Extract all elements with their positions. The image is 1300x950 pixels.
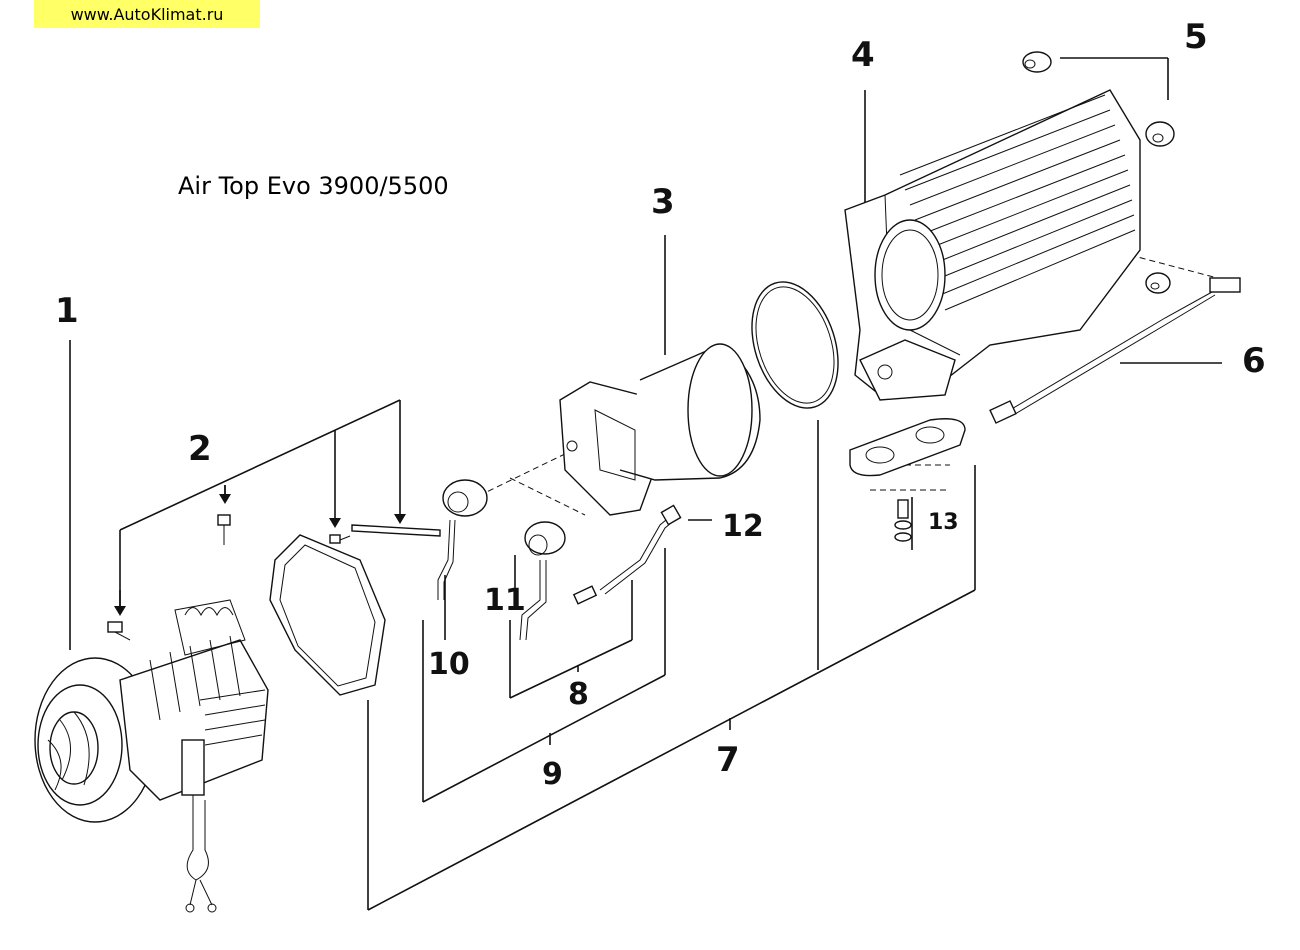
sensor-connector-icon [572,504,682,605]
blower-gasket-icon [269,534,386,696]
leader-lines [69,57,1226,911]
callout-12: 12 [722,509,764,544]
heat-exchanger-liner-icon [559,343,761,516]
rubber-grommet-icon [1022,51,1175,294]
diagram-title: Air Top Evo 3900/5500 [178,172,449,200]
watermark-link[interactable]: www.AutoKlimat.ru [34,0,260,28]
callout-1: 1 [55,291,79,331]
callout-10: 10 [428,647,470,682]
glow-plug-icon [437,479,488,600]
insertion-arrows [114,485,406,616]
callout-7: 7 [716,740,740,780]
temperature-sensor-cable-icon [989,277,1241,424]
heat-exchanger-housing-icon [844,89,1141,401]
callout-11: 11 [484,583,526,618]
callout-4: 4 [851,35,875,75]
callout-8: 8 [568,677,589,712]
callout-13: 13 [928,510,959,535]
callout-2: 2 [188,429,212,469]
screw-icon [107,514,441,641]
callout-3: 3 [651,182,675,222]
callout-6: 6 [1242,341,1266,381]
callout-5: 5 [1184,17,1208,57]
mounting-plate-icon [849,418,966,542]
gasket-ring-icon [751,281,839,409]
callout-9: 9 [542,757,563,792]
blower-assembly-icon [34,599,269,913]
flame-sensor-icon [519,521,566,641]
